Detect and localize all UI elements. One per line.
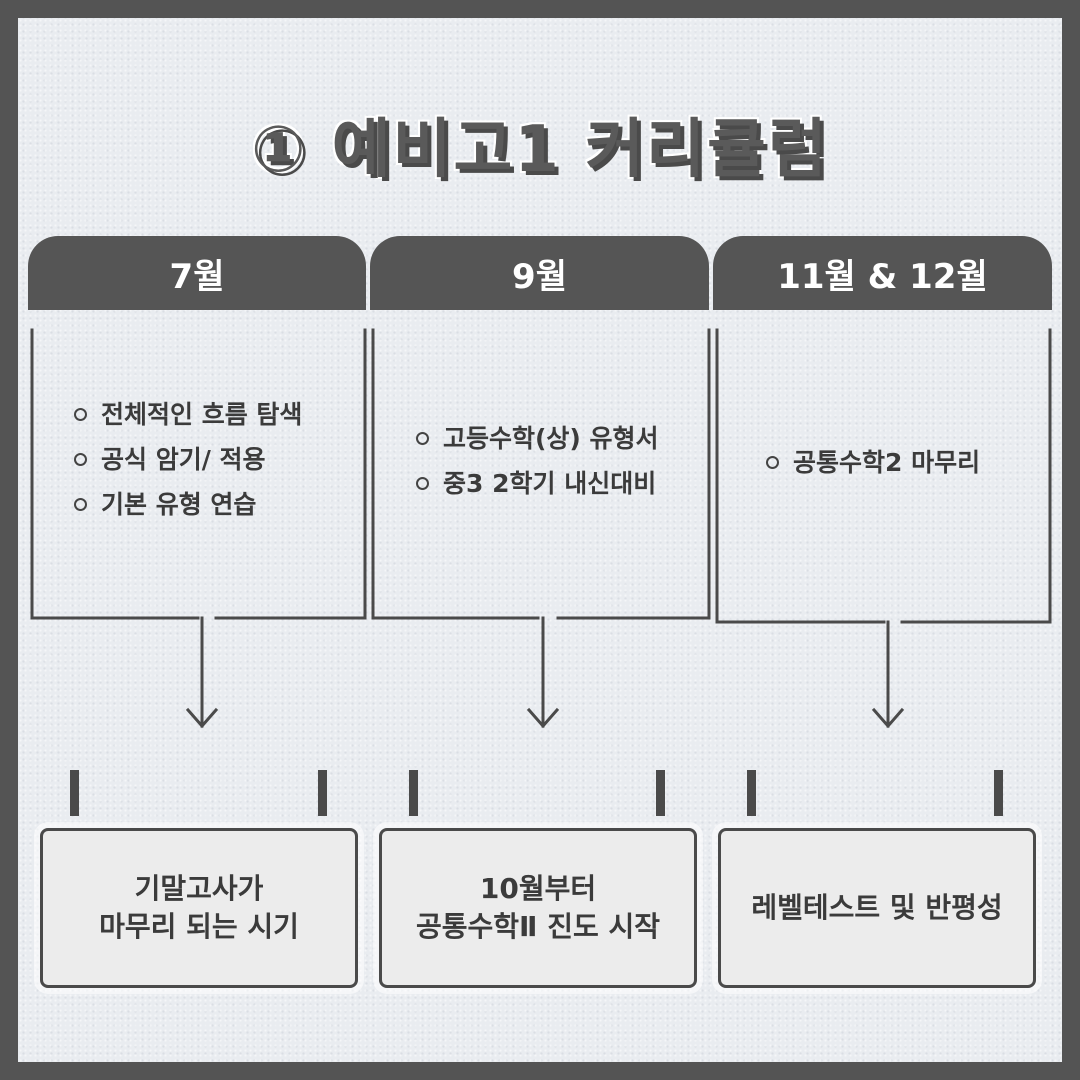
circle-bullet-icon [74, 453, 87, 466]
peg [70, 770, 79, 816]
arrow-down-icon [185, 707, 219, 729]
bracket-1-right [214, 328, 367, 620]
peg [409, 770, 418, 816]
bullet-list-september: 고등수학(상) 유형서 중3 2학기 내신대비 [416, 416, 659, 506]
list-item: 공식 암기/ 적용 [74, 437, 302, 482]
bracket-2-right [556, 328, 711, 620]
bullet-list-nov-dec: 공통수학2 마무리 [766, 440, 980, 485]
bullet-list-july: 전체적인 흐름 탐색 공식 암기/ 적용 기본 유형 연습 [74, 392, 302, 527]
circle-bullet-icon [416, 432, 429, 445]
list-item: 고등수학(상) 유형서 [416, 416, 659, 461]
result-box-july: 기말고사가 마무리 되는 시기 [40, 828, 358, 988]
bracket-3 [715, 328, 886, 624]
list-item: 기본 유형 연습 [74, 482, 302, 527]
list-item: 중3 2학기 내신대비 [416, 461, 659, 506]
circle-bullet-icon [416, 477, 429, 490]
result-box-nov-dec: 레벨테스트 및 반평성 [718, 828, 1036, 988]
circle-bullet-icon [766, 456, 779, 469]
bracket-3-right [900, 328, 1052, 624]
tab-nov-dec: 11월 & 12월 [713, 236, 1052, 310]
peg [994, 770, 1003, 816]
arrow-down-icon [526, 707, 560, 729]
connector-lines [30, 328, 1052, 816]
tab-september: 9월 [370, 236, 709, 310]
bracket-1 [30, 328, 200, 620]
circle-bullet-icon [74, 408, 87, 421]
list-item: 전체적인 흐름 탐색 [74, 392, 302, 437]
result-box-september: 10월부터 공통수학Ⅱ 진도 시작 [379, 828, 697, 988]
peg [747, 770, 756, 816]
arrow-down-icon [871, 707, 905, 729]
peg [656, 770, 665, 816]
peg [318, 770, 327, 816]
page-title: ① 예비고1 커리큘럼 [250, 112, 829, 189]
list-item: 공통수학2 마무리 [766, 440, 980, 485]
circle-bullet-icon [74, 498, 87, 511]
tab-july: 7월 [28, 236, 366, 310]
bracket-2 [371, 328, 540, 620]
